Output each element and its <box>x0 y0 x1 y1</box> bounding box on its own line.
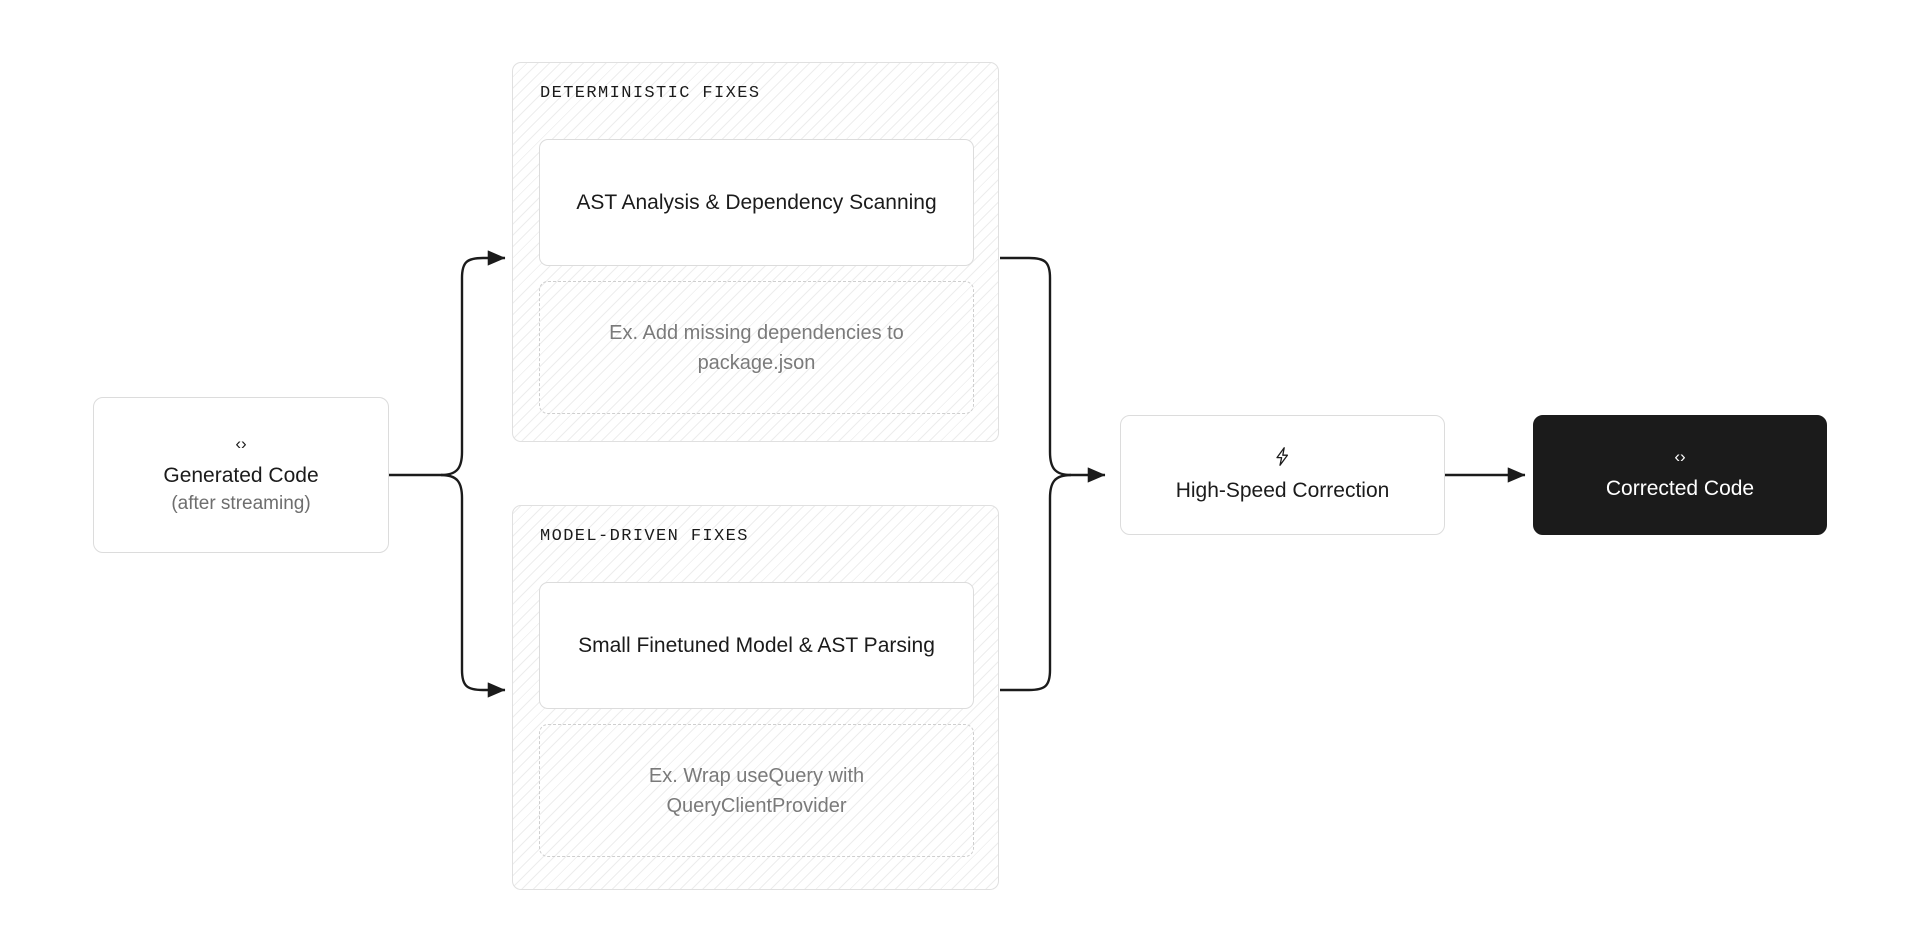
connector-merge-from-deterministic <box>1000 256 1106 483</box>
card-deterministic-main[interactable]: AST Analysis & Dependency Scanning <box>539 139 974 266</box>
card-model-driven-main-text: Small Finetuned Model & AST Parsing <box>578 633 935 657</box>
card-deterministic-example-text: Ex. Add missing dependencies to package.… <box>609 321 904 374</box>
code-icon: ‹› <box>1674 447 1686 466</box>
zap-icon-glyph <box>1276 446 1289 466</box>
panel-model-driven-fixes: MODEL-DRIVEN FIXES Small Finetuned Model… <box>512 505 999 890</box>
node-corrected-code[interactable]: ‹› Corrected Code <box>1533 415 1827 535</box>
card-model-driven-example-text: Ex. Wrap useQuery with QueryClientProvid… <box>648 764 865 817</box>
node-high-speed-correction[interactable]: High-Speed Correction <box>1120 415 1445 535</box>
generated-code-title: Generated Code <box>163 463 319 487</box>
card-model-driven-main[interactable]: Small Finetuned Model & AST Parsing <box>539 582 974 709</box>
code-icon: ‹› <box>235 433 247 453</box>
connector-split-to-model-driven <box>440 473 506 698</box>
generated-code-subtitle: (after streaming) <box>171 492 311 514</box>
card-deterministic-example: Ex. Add missing dependencies to package.… <box>539 281 974 414</box>
card-model-driven-example: Ex. Wrap useQuery with QueryClientProvid… <box>539 724 974 857</box>
connector-split-to-deterministic <box>440 250 506 477</box>
panel-label-deterministic: DETERMINISTIC FIXES <box>540 84 761 103</box>
node-generated-code[interactable]: ‹› Generated Code (after streaming) <box>93 397 389 553</box>
corrected-code-title: Corrected Code <box>1605 477 1755 500</box>
connector-merge-from-model-driven <box>1000 473 1072 692</box>
panel-label-model-driven: MODEL-DRIVEN FIXES <box>540 527 749 546</box>
zap-icon <box>1275 446 1290 469</box>
panel-deterministic-fixes: DETERMINISTIC FIXES AST Analysis & Depen… <box>512 62 999 442</box>
card-deterministic-main-text: AST Analysis & Dependency Scanning <box>576 190 937 214</box>
high-speed-correction-title: High-Speed Correction <box>1175 478 1390 502</box>
